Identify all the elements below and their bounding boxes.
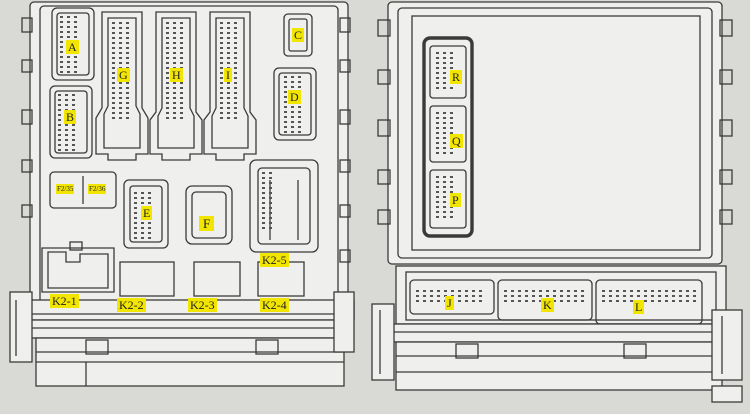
relay-k2-5-label: K2-5 (260, 253, 289, 267)
connector-j-label: J (445, 296, 454, 310)
left-fuse-box (9, 1, 355, 387)
relay-k2-1-label: K2-1 (50, 294, 79, 308)
connector-p-label: P (450, 193, 461, 207)
relay-k2-4-label: K2-4 (260, 298, 289, 312)
connector-i-label: I (224, 68, 232, 82)
connector-d-label: D (288, 90, 301, 104)
relay-k2-3-label: K2-3 (188, 298, 217, 312)
fuse-f2-36-label: F2/36 (88, 184, 107, 194)
connector-g-label: G (117, 68, 130, 82)
right-fuse-box (371, 1, 743, 403)
connector-r-label: R (450, 70, 463, 84)
connector-q-label: Q (450, 134, 463, 148)
connector-f-label: F (199, 216, 215, 231)
connector-k-label: K (541, 298, 554, 312)
connector-h-label: H (170, 68, 183, 82)
relay-k2-2-label: K2-2 (117, 298, 146, 312)
connector-b-label: B (64, 110, 77, 124)
fuse-f2-35-label: F2/35 (56, 184, 75, 194)
connector-a-label: A (66, 40, 79, 54)
connector-e-label: E (141, 206, 153, 220)
connector-l-label: L (633, 300, 645, 314)
connector-c-label: C (292, 28, 305, 42)
